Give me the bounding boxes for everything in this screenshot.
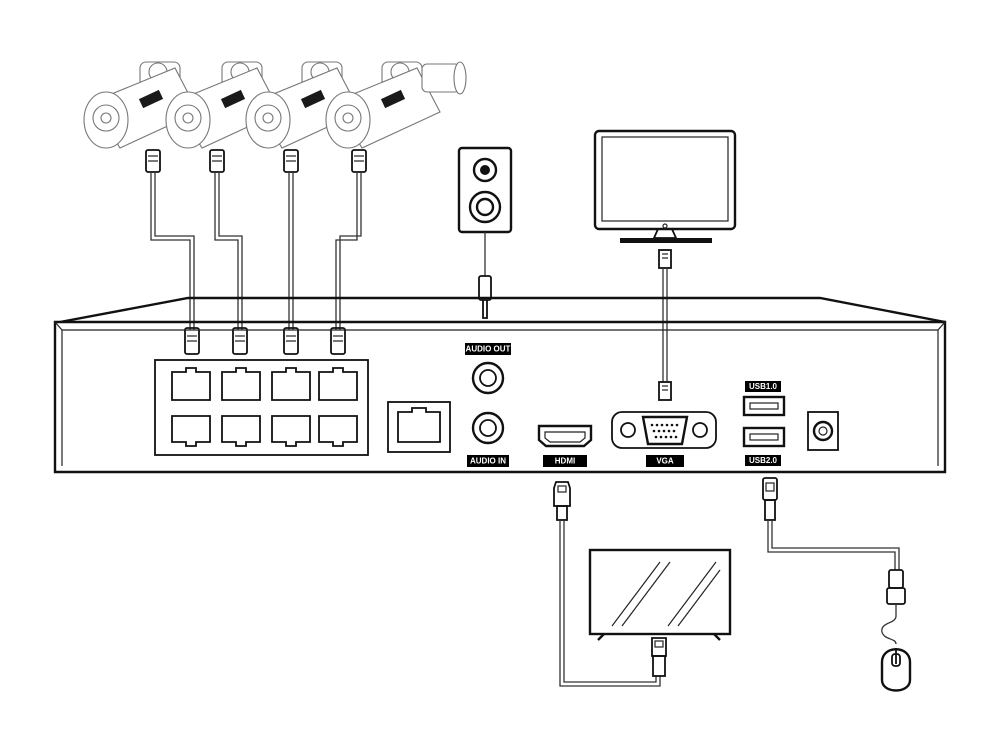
poe-port-block	[154, 359, 369, 456]
vga-label-bg	[646, 455, 684, 467]
camera-1	[83, 61, 199, 149]
camera-cables	[145, 149, 367, 355]
hdmi-cable	[553, 481, 667, 687]
camera-3	[245, 61, 361, 149]
rj45-plug-bottom-3	[283, 327, 299, 355]
audio-in-label: AUDIO IN	[470, 457, 506, 466]
usb-ports: USB1.0 USB2.0	[742, 381, 786, 466]
rj45-plug-bottom-2	[232, 327, 248, 355]
vga-label: VGA	[656, 457, 674, 466]
lan-port	[387, 401, 451, 453]
rj45-plug-bottom-4	[330, 327, 346, 355]
rj45-plug-top-2	[209, 149, 225, 173]
audio-out-label: AUDIO OUT	[466, 345, 511, 354]
nvr-recorder: AUDIO OUT AUDIO IN HDMI	[53, 296, 947, 474]
usb2-label: USB2.0	[749, 456, 778, 465]
hdmi-label-bg	[543, 455, 587, 467]
audio-in-jack: AUDIO IN	[467, 411, 509, 467]
rj45-plug-top-3	[283, 149, 299, 173]
power-jack	[807, 411, 839, 451]
audio-in-label-bg	[467, 455, 509, 467]
vga-port: VGA	[611, 411, 717, 467]
camera-4	[325, 61, 467, 149]
usb1-label: USB1.0	[749, 382, 778, 391]
hdmi-port: HDMI	[537, 424, 593, 467]
usb2-label-bg	[745, 455, 781, 466]
vga-monitor	[593, 129, 737, 401]
hdmi-tv	[588, 548, 732, 641]
usb1-label-bg	[745, 381, 781, 392]
mouse-icon	[880, 648, 912, 692]
speaker	[457, 146, 513, 319]
hdmi-label: HDMI	[555, 457, 575, 466]
rj45-plug-bottom-1	[184, 327, 200, 355]
rj45-plug-top-1	[145, 149, 161, 173]
rj45-plug-top-4	[351, 149, 367, 173]
camera-group	[83, 61, 467, 149]
ethernet-ports	[171, 367, 358, 447]
audio-out-label-bg	[465, 343, 511, 355]
audio-out-jack: AUDIO OUT	[465, 343, 511, 395]
usb-cable	[762, 477, 906, 645]
camera-2	[165, 61, 281, 149]
